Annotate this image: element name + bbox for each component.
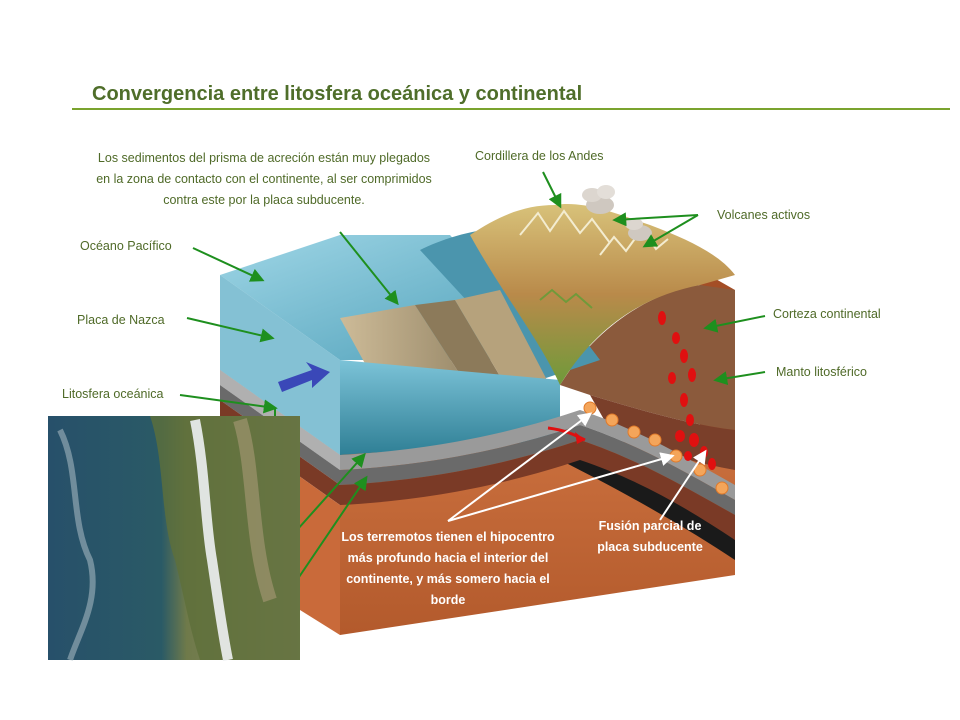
slab-motion-arrow-head bbox=[575, 432, 585, 444]
white-leader-arrows bbox=[447, 412, 707, 522]
leader-arrows bbox=[179, 171, 766, 581]
drop-icon bbox=[658, 311, 716, 470]
ocean-front-face bbox=[220, 275, 560, 455]
label-volcanes-activos: Volcanes activos bbox=[717, 208, 811, 222]
satellite-photo-icon bbox=[48, 416, 300, 661]
label-placa-nazca: Placa de Nazca bbox=[77, 313, 165, 327]
label-manto-litosferico: Manto litosférico bbox=[776, 365, 868, 379]
note-terremotos: Los terremotos tienen el hipocentro más … bbox=[341, 530, 555, 607]
note-fusion: Fusión parcial de placa subducente bbox=[597, 519, 703, 554]
label-corteza-continental: Corteza continental bbox=[773, 307, 881, 321]
label-litosfera-oceanica: Litosfera oceánica bbox=[62, 387, 164, 401]
oceanic-crust bbox=[220, 370, 735, 515]
title-divider bbox=[72, 108, 950, 110]
note-sedimentos: Los sedimentos del prisma de acreción es… bbox=[96, 151, 432, 207]
label-cordillera-andes: Cordillera de los Andes bbox=[475, 149, 604, 163]
smoke-plume-icon bbox=[582, 185, 652, 241]
arrow-right-icon bbox=[278, 362, 330, 392]
page-title: Convergencia entre litosfera oceánica y … bbox=[92, 83, 583, 105]
label-oceano-pacifico: Océano Pacífico bbox=[80, 239, 172, 253]
